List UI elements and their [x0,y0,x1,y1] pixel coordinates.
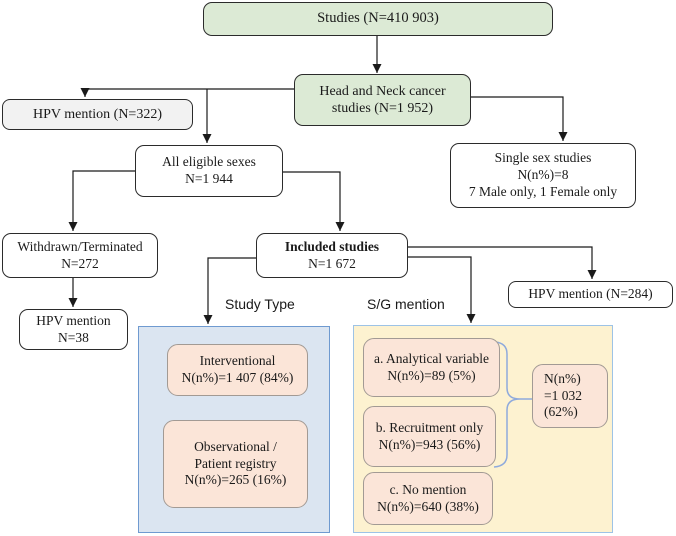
all-eligible-sexes-box: All eligible sexes N=1 944 [135,145,283,197]
hpv-mention-322-box: HPV mention (N=322) [2,99,193,130]
hpv-mention-38-box: HPV mention N=38 [19,309,128,350]
connector-hnc-to-single-sex [471,96,568,141]
recruitment-only-box: b. Recruitment only N(n%)=943 (56%) [363,406,496,467]
studies-box: Studies (N=410 903) [203,2,553,36]
connector-included-to-hpv284 [408,246,597,279]
combined-1032-box: N(n%) =1 032 (62%) [532,364,608,428]
connector-all-eligible-to-included [283,171,345,231]
analytical-variable-box: a. Analytical variable N(n%)=89 (5%) [363,338,500,397]
single-sex-studies-box: Single sex studies N(n%)=8 7 Male only, … [450,143,636,208]
sg-mention-label: S/G mention [367,296,445,312]
withdrawn-terminated-box: Withdrawn/Terminated N=272 [2,233,158,278]
connector-included-to-study-type [203,257,256,324]
no-mention-box: c. No mention N(n%)=640 (38%) [363,472,493,525]
included-studies-title: Included studies [284,238,380,254]
head-neck-cancer-box: Head and Neck cancer studies (N=1 952) [294,74,471,126]
included-studies-box: Included studies N=1 672 [256,233,408,278]
interventional-box: Interventional N(n%)=1 407 (84%) [167,344,308,396]
hpv-mention-284-box: HPV mention (N=284) [508,281,673,308]
connector-included-to-sg-mention [408,256,476,323]
included-studies-count: N=1 672 [308,255,356,271]
connector-hnc-to-hpv322 [80,88,294,97]
observational-box: Observational / Patient registry N(n%)=2… [163,420,308,508]
study-type-label: Study Type [225,296,295,312]
connector-all-eligible-to-withdrawn [68,170,135,231]
